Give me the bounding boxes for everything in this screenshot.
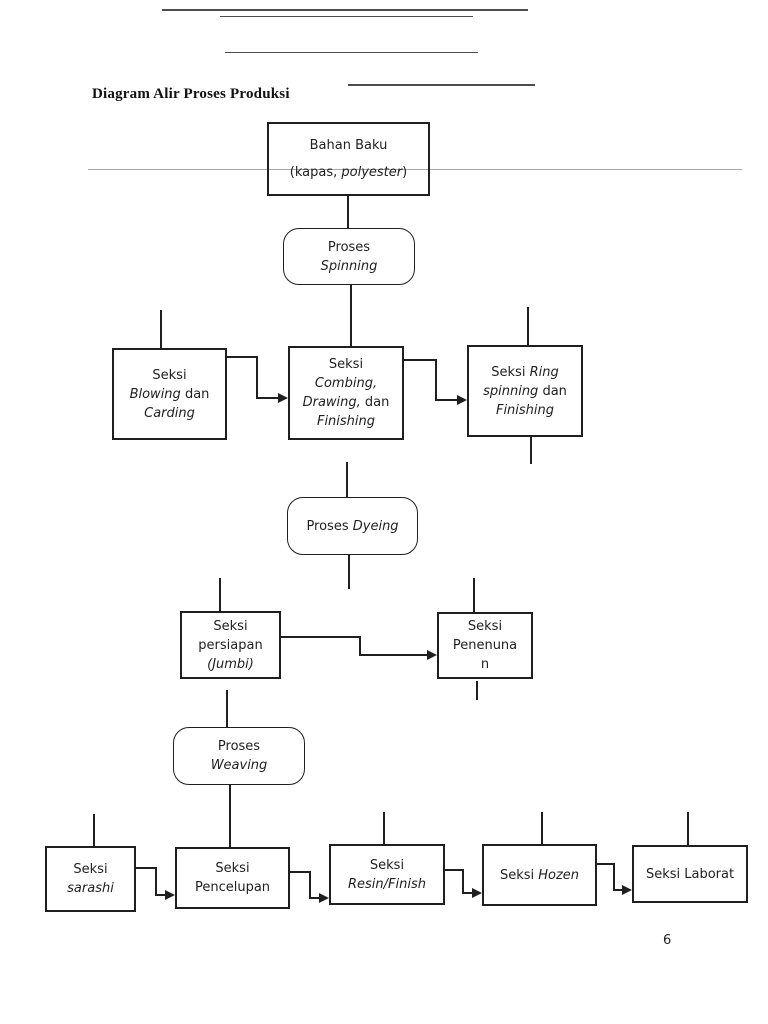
arrowhead-pencelupan-resin [319,893,329,903]
node-proses-dyeing: Proses Dyeing [287,497,418,555]
redacted-line-4 [348,84,535,86]
connector-hozen-laborat-seg2 [613,863,615,891]
connector-combing-dyeing [346,462,348,497]
redacted-line-3 [225,52,478,53]
connector-pencelupan-resin-seg3 [309,897,319,899]
node-seksi-laborat: Seksi Laborat [632,845,748,903]
stub-above-persiapan [219,578,221,611]
stub-below-penenunan [476,681,478,700]
node-proses-dyeing-label: Proses Dyeing [306,518,399,534]
connector-sarashi-pencelupan-seg3 [155,894,165,896]
connector-resin-hozen-seg3 [462,892,472,894]
arrowhead-persiapan-penenunan [427,650,437,660]
faint-horizontal-rule [88,169,742,170]
stub-above-ring [527,307,529,345]
stub-below-ring [530,437,532,464]
arrowhead-sarashi-pencelupan [165,890,175,900]
connector-combing-ring-seg2 [435,359,437,401]
connector-spinning-combing [350,285,352,346]
connector-blowing-combing-seg3 [256,397,278,399]
arrowhead-combing-ring [457,395,467,405]
node-seksi-hozen-label: Seksi Hozen [499,867,580,883]
node-seksi-laborat-label: Seksi Laborat [645,866,735,882]
connector-sarashi-pencelupan-seg2 [155,867,157,896]
page-title: Diagram Alir Proses Produksi [92,86,290,102]
arrowhead-resin-hozen [472,888,482,898]
connector-sarashi-pencelupan-seg1 [136,867,157,869]
stub-above-resin [383,812,385,844]
connector-combing-ring-seg3 [435,399,457,401]
connector-persiapan-penenunan-seg3 [359,654,427,656]
connector-weaving-pencelupan [229,785,231,847]
connector-resin-hozen-seg1 [445,869,464,871]
connector-hozen-laborat-seg1 [597,863,615,865]
stub-above-blowing [160,310,162,348]
stub-above-laborat [687,812,689,845]
redacted-line-1 [162,9,528,11]
node-bahan-baku: Bahan Baku(kapas, polyester) [267,122,430,196]
connector-blowing-combing-seg1 [227,356,258,358]
arrowhead-hozen-laborat [622,885,632,895]
connector-resin-hozen-seg2 [462,869,464,894]
connector-bahanbaku-spinning [347,196,349,228]
stub-above-sarashi [93,814,95,846]
node-bahan-baku-label: Bahan Baku(kapas, polyester) [289,138,408,180]
stub-above-penenunan [473,578,475,612]
connector-dyeing-down [348,555,350,589]
stub-above-hozen [541,812,543,844]
redacted-line-2 [220,16,473,17]
connector-pencelupan-resin-seg1 [290,871,311,873]
connector-persiapan-penenunan-seg2 [359,636,361,656]
connector-combing-ring-seg1 [403,359,437,361]
node-seksi-hozen: Seksi Hozen [482,844,597,906]
connector-persiapan-penenunan-seg1 [281,636,361,638]
connector-blowing-combing-seg2 [256,356,258,399]
connector-pencelupan-resin-seg2 [309,871,311,899]
page-number: 6 [663,933,672,948]
connector-persiapan-weaving [226,690,228,727]
arrowhead-blowing-combing [278,393,288,403]
connector-hozen-laborat-seg3 [613,889,622,891]
